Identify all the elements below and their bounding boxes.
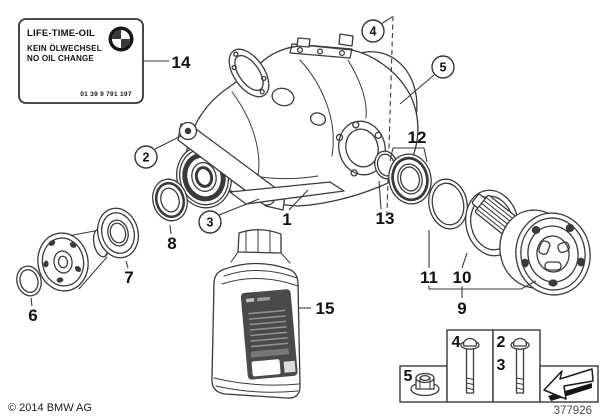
callout-7[interactable]: 7: [124, 268, 133, 287]
direction-arrow-icon: [543, 368, 594, 401]
right-output-parts: [374, 150, 591, 296]
svg-text:15: 15: [316, 299, 335, 318]
callout-14[interactable]: 14: [172, 53, 191, 72]
svg-text:6: 6: [28, 306, 37, 325]
fastener-legend-box: 5 4 2 3: [399, 329, 599, 403]
svg-text:11: 11: [420, 268, 438, 287]
svg-text:4: 4: [370, 25, 377, 39]
callout-1[interactable]: 1: [282, 210, 291, 229]
shaft-seal-12: [388, 153, 432, 205]
svg-text:13: 13: [376, 209, 395, 228]
callout-5[interactable]: 5: [431, 55, 455, 79]
legend-label-5[interactable]: 5: [404, 368, 413, 385]
shaft-seal-8: [152, 178, 188, 222]
bottom-plate: [229, 181, 345, 205]
oil-label-line-de: KEIN ÖLWECHSEL: [27, 44, 102, 53]
legend-label-4[interactable]: 4: [452, 334, 461, 351]
leader-lines: [30, 16, 537, 309]
flange-nut-icon: [410, 372, 440, 397]
svg-text:7: 7: [124, 268, 133, 287]
callout-4-axis-line: [386, 15, 394, 214]
svg-text:3: 3: [207, 216, 214, 230]
bottle-cap: [237, 229, 282, 254]
callout-12[interactable]: 12: [408, 128, 427, 147]
lock-ring-6: [16, 265, 42, 297]
svg-text:10: 10: [453, 268, 472, 287]
svg-text:9: 9: [457, 299, 466, 318]
shim-11: [428, 178, 468, 230]
svg-text:8: 8: [167, 234, 176, 253]
callout-8[interactable]: 8: [167, 234, 176, 253]
callout-11[interactable]: 11: [420, 268, 438, 287]
plate-number: 377926: [554, 405, 592, 417]
side-tube-flange: [228, 48, 270, 98]
bmw-roundel-icon: [108, 26, 134, 52]
oil-label-part-code: 01 39 9 791 197: [80, 91, 132, 98]
callout-3[interactable]: 3: [198, 210, 222, 234]
svg-text:2: 2: [143, 151, 150, 165]
copyright-text: © 2014 BMW AG: [8, 402, 92, 414]
bottle-label: [240, 289, 298, 380]
svg-text:1: 1: [282, 210, 291, 229]
callout-6[interactable]: 6: [28, 306, 37, 325]
legend-label-3[interactable]: 3: [497, 357, 506, 374]
oil-bottle-drawing: [211, 228, 301, 399]
callout-13[interactable]: 13: [376, 209, 395, 228]
bolt-icon-4: [460, 337, 480, 394]
svg-text:14: 14: [172, 53, 191, 72]
callout-2[interactable]: 2: [134, 145, 158, 169]
output-flange-9: [499, 209, 591, 296]
callout-9[interactable]: 9: [457, 299, 466, 318]
oil-spec-label-box: LIFE-TIME-OIL KEIN ÖLWECHSEL NO OIL CHAN…: [18, 18, 144, 104]
oil-label-title: LIFE-TIME-OIL: [27, 28, 95, 39]
callout-4[interactable]: 4: [361, 19, 385, 43]
callout-10[interactable]: 10: [453, 268, 472, 287]
svg-text:12: 12: [408, 128, 427, 147]
oil-label-line-en: NO OIL CHANGE: [27, 54, 94, 63]
bolt-icon-2-3: [510, 337, 530, 394]
dust-ring-7: [96, 207, 140, 259]
rear-flange-ring: [335, 120, 386, 177]
legend-label-2[interactable]: 2: [497, 334, 506, 351]
callout-15[interactable]: 15: [316, 299, 335, 318]
differential-housing-drawing: [176, 15, 419, 214]
left-output-parts: [16, 178, 188, 297]
svg-text:5: 5: [440, 61, 447, 75]
